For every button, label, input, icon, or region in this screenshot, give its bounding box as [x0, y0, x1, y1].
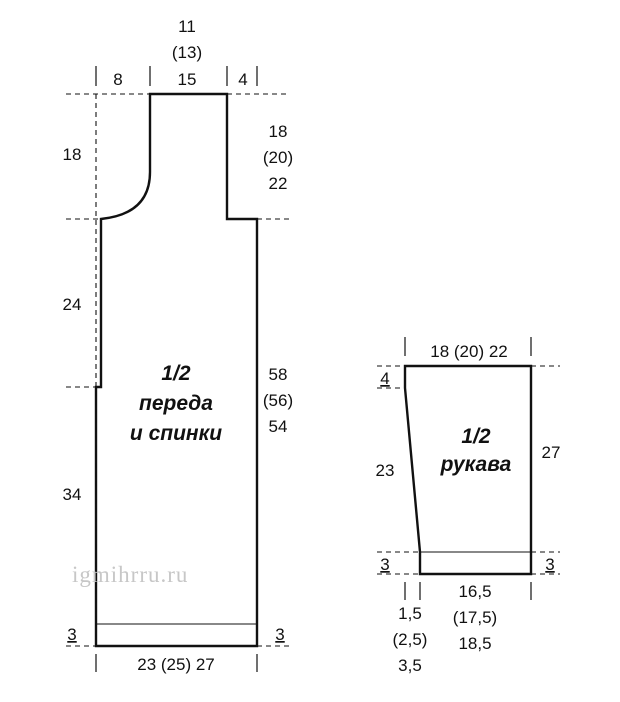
sleeve-bottom-width: (17,5) — [453, 608, 497, 627]
body-armhole-height: (20) — [263, 148, 293, 167]
body-lower-side: 34 — [63, 485, 82, 504]
body-outline — [94, 92, 259, 648]
sleeve-title-line: 1/2 — [461, 425, 491, 448]
body-neck-width: 15 — [178, 70, 197, 89]
body-armhole-height: 22 — [269, 174, 288, 193]
sleeve-side-length: 23 — [376, 461, 395, 480]
sleeve-piece: 1/2 рукава 18 (20) 22 4 23 27 3 3 1,5 (2… — [376, 337, 561, 675]
body-armhole-height: 18 — [269, 122, 288, 141]
body-armhole-side: 24 — [63, 295, 82, 314]
sleeve-title-line: рукава — [440, 453, 512, 476]
sleeve-taper: (2,5) — [393, 630, 428, 649]
body-hem-left: 3 — [67, 625, 76, 644]
sleeve-taper: 3,5 — [398, 656, 422, 675]
sleeve-bottom-width: 16,5 — [458, 582, 491, 601]
body-neck-depth: 18 — [63, 145, 82, 164]
body-bottom-width: 23 (25) 27 — [137, 655, 215, 674]
body-total-length: (56) — [263, 391, 293, 410]
body-top-left-width: 8 — [113, 70, 122, 89]
body-title-line: переда — [139, 392, 213, 415]
sleeve-length: 27 — [542, 443, 561, 462]
body-neck-width: 11 — [178, 17, 196, 36]
sleeve-top-left-height: 4 — [380, 369, 389, 388]
sleeve-bottom-width: 18,5 — [458, 634, 491, 653]
body-neck-width: (13) — [172, 43, 202, 62]
body-piece: 1/2 переда и спинки 8 11 (13) 15 4 18 24… — [63, 17, 294, 674]
body-total-length: 58 — [269, 365, 288, 384]
body-hem-right: 3 — [275, 625, 284, 644]
sleeve-top-width: 18 (20) 22 — [430, 342, 508, 361]
body-title-line: и спинки — [130, 422, 222, 445]
body-total-length: 54 — [269, 417, 288, 436]
sleeve-cuff-right: 3 — [545, 555, 554, 574]
body-top-right-width: 4 — [238, 70, 247, 89]
sleeve-taper: 1,5 — [398, 604, 422, 623]
body-title-line: 1/2 — [161, 362, 191, 385]
sleeve-cuff-left: 3 — [380, 555, 389, 574]
watermark-text: igmihrru.ru — [72, 562, 188, 587]
